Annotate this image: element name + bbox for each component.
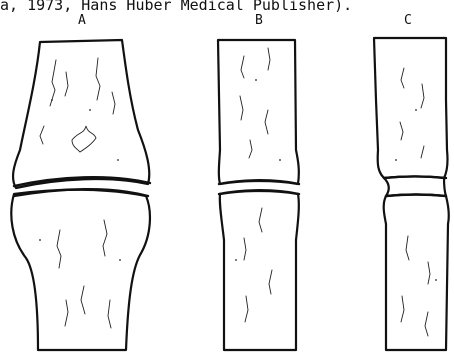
panel-a-joint-drawing [11,40,150,350]
panel-a-upper-bone [13,40,149,188]
caption-fragment: a, 1973, Hans Huber Medical Publisher). [0,0,352,14]
panel-c-upper-bone [374,38,448,178]
panel-a-lower-bone [11,190,150,350]
panel-label-b: B [255,13,263,28]
panel-c-lower-bone [384,195,449,351]
panel-label-a: A [78,13,86,28]
panel-c-narrowed-joint-space [384,177,446,197]
panel-label-c: C [404,13,412,28]
panel-c-joint-drawing [374,38,449,350]
panel-b-joint-drawing [218,40,299,350]
panel-b-upper-bone [218,40,299,184]
panel-b-lower-bone [220,191,299,350]
